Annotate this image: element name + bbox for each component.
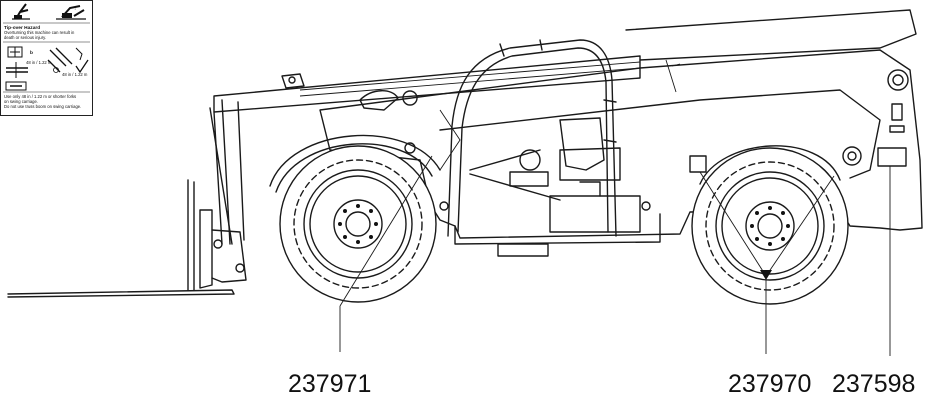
front-tire bbox=[279, 145, 437, 303]
decal-dim-1: 48 in / 1.22 m bbox=[26, 60, 52, 65]
leader-lines bbox=[339, 155, 891, 356]
warning-decal: ↓ Tip-over Hazard Overturning this machi… bbox=[0, 0, 93, 116]
label-rear-tires: 237970 bbox=[728, 370, 811, 398]
label-front-tire: 237971 bbox=[288, 370, 371, 398]
operator-cab bbox=[447, 39, 617, 237]
decal-line-1: Overturning this machine can result in bbox=[4, 30, 75, 35]
boom bbox=[209, 9, 917, 245]
svg-text:↓: ↓ bbox=[74, 6, 76, 11]
label-rear-decal: 237598 bbox=[832, 370, 915, 398]
rear-tire bbox=[691, 147, 849, 305]
decal-line-5: Do not use truss boom on swing carriage. bbox=[4, 104, 81, 109]
decal-line-3: Use only 48 in / 1.22 m or shorter forks bbox=[4, 94, 76, 99]
svg-text:b: b bbox=[30, 50, 33, 56]
decal-title: Tip-over Hazard bbox=[4, 25, 40, 31]
decal-line-2: death or serious injury. bbox=[4, 35, 46, 40]
forks bbox=[7, 179, 247, 298]
tip-over-pictogram-icon: ↓ bbox=[12, 3, 86, 20]
fork-pictogram-icon: b 48 in / 1.22 m 48 in / 1.22 m bbox=[5, 46, 89, 91]
decal-dim-2: 48 in / 1.22 m bbox=[62, 72, 88, 77]
decal-line-4: on swing carriage. bbox=[4, 99, 38, 104]
